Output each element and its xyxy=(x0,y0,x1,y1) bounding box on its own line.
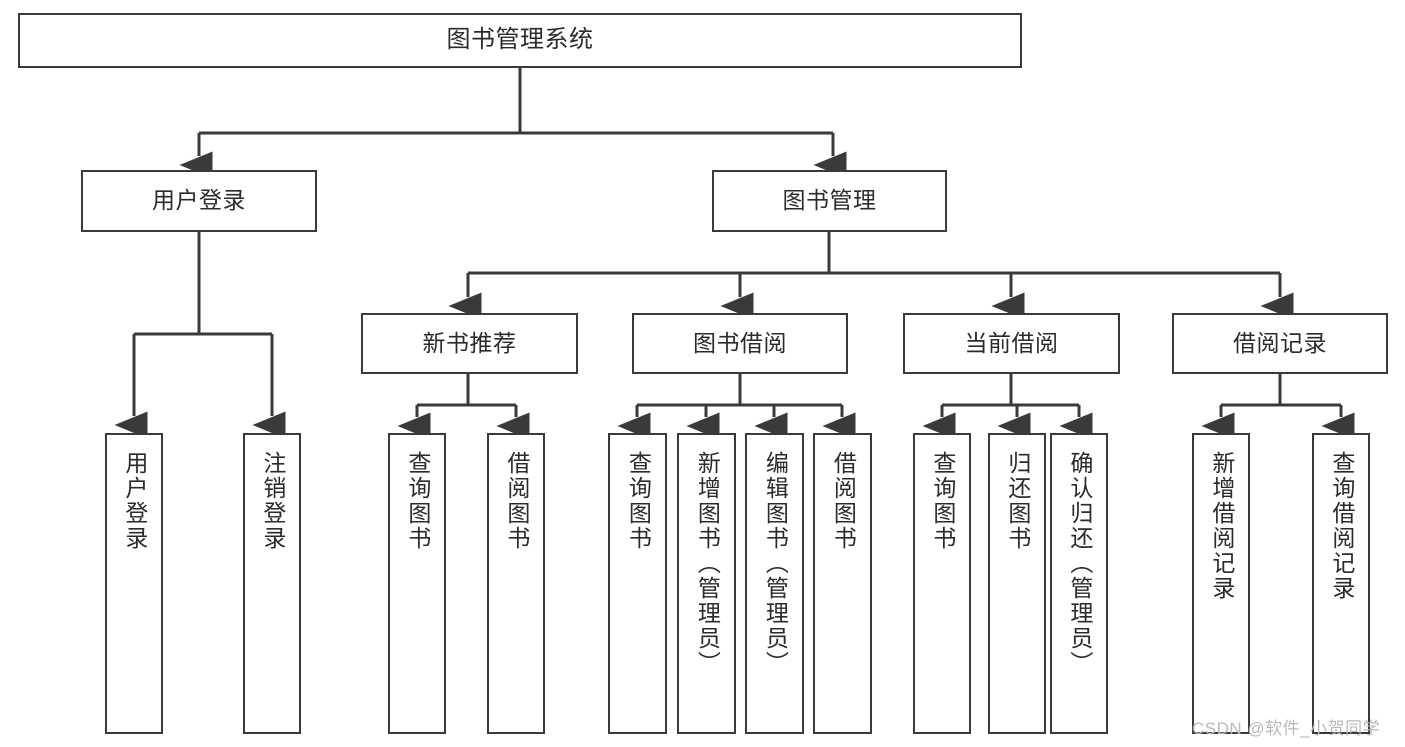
node-borrow-record-label: 借阅记录 xyxy=(1233,329,1327,356)
node-root-label: 图书管理系统 xyxy=(446,26,594,54)
node-leaf-query-book-cur-label: 查询图书 xyxy=(929,451,956,551)
node-leaf-confirm-return[interactable]: 确认归还（管理员） xyxy=(1050,433,1108,734)
node-leaf-borrow-book[interactable]: 借阅图书 xyxy=(813,433,872,734)
node-user-login-label: 用户登录 xyxy=(152,187,246,214)
node-leaf-logout-label: 注销登录 xyxy=(259,451,286,551)
node-root[interactable]: 图书管理系统 xyxy=(18,13,1022,68)
node-leaf-query-book-label: 查询图书 xyxy=(625,451,652,551)
node-new-book-rec[interactable]: 新书推荐 xyxy=(361,313,578,374)
node-leaf-query-book-rec-label: 查询图书 xyxy=(404,451,431,551)
node-book-manage[interactable]: 图书管理 xyxy=(712,170,947,232)
node-leaf-borrow-book-rec-label: 借阅图书 xyxy=(503,451,530,551)
node-leaf-user-login[interactable]: 用户登录 xyxy=(105,433,163,734)
node-leaf-confirm-return-label: 确认归还（管理员） xyxy=(1066,451,1093,676)
node-leaf-return-book-label: 归还图书 xyxy=(1004,451,1031,551)
node-leaf-query-record[interactable]: 查询借阅记录 xyxy=(1312,433,1370,734)
node-book-manage-label: 图书管理 xyxy=(782,187,877,214)
node-leaf-query-record-label: 查询借阅记录 xyxy=(1328,451,1355,601)
node-leaf-return-book[interactable]: 归还图书 xyxy=(988,433,1046,734)
node-leaf-query-book-rec[interactable]: 查询图书 xyxy=(388,433,446,734)
node-leaf-borrow-book-rec[interactable]: 借阅图书 xyxy=(487,433,545,734)
node-leaf-edit-book-label: 编辑图书（管理员） xyxy=(762,451,789,676)
node-book-borrow[interactable]: 图书借阅 xyxy=(632,313,848,374)
node-leaf-edit-book[interactable]: 编辑图书（管理员） xyxy=(745,433,804,734)
node-user-login[interactable]: 用户登录 xyxy=(81,170,317,232)
node-leaf-query-book[interactable]: 查询图书 xyxy=(608,433,667,734)
node-leaf-logout[interactable]: 注销登录 xyxy=(243,433,301,734)
node-leaf-user-login-label: 用户登录 xyxy=(121,451,148,551)
node-leaf-add-record-label: 新增借阅记录 xyxy=(1208,451,1235,601)
node-book-borrow-label: 图书借阅 xyxy=(693,329,787,356)
node-current-borrow[interactable]: 当前借阅 xyxy=(903,313,1120,374)
node-new-book-rec-label: 新书推荐 xyxy=(422,329,517,356)
node-leaf-borrow-book-label: 借阅图书 xyxy=(830,451,857,551)
node-leaf-add-book[interactable]: 新增图书（管理员） xyxy=(677,433,736,734)
node-leaf-add-record[interactable]: 新增借阅记录 xyxy=(1192,433,1250,734)
node-borrow-record[interactable]: 借阅记录 xyxy=(1172,313,1388,374)
node-leaf-query-book-cur[interactable]: 查询图书 xyxy=(913,433,971,734)
node-leaf-add-book-label: 新增图书（管理员） xyxy=(694,451,721,676)
node-current-borrow-label: 当前借阅 xyxy=(964,329,1059,356)
